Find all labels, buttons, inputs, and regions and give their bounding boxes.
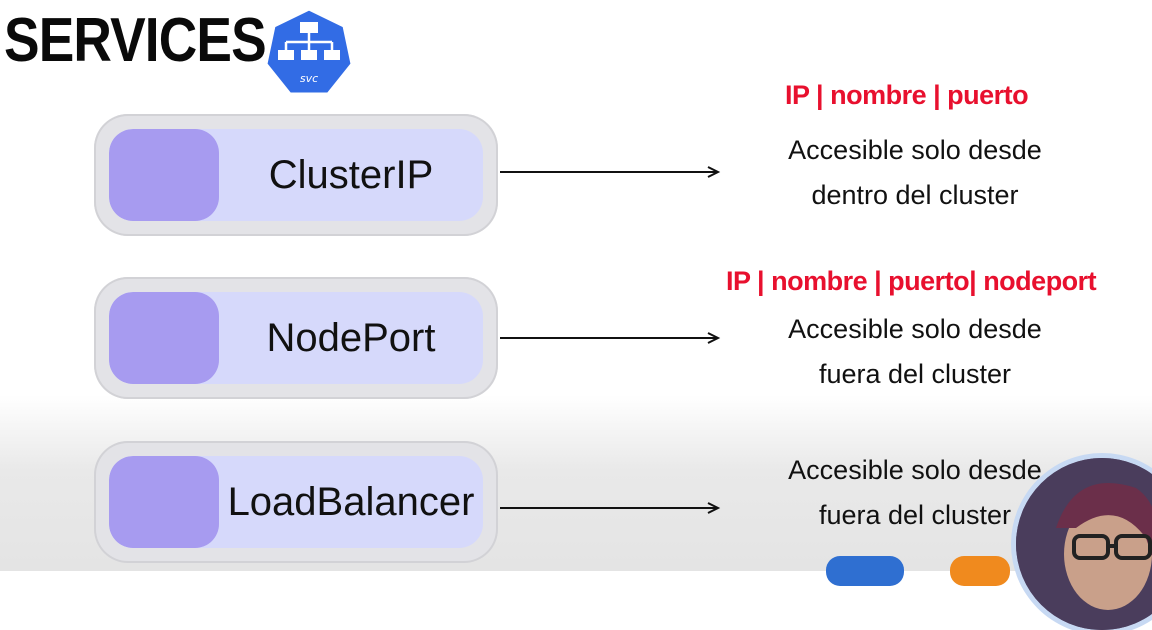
pill-body: ClusterIP bbox=[109, 129, 483, 221]
pill-accent bbox=[109, 456, 219, 548]
service-description: Accesible solo desde fuera del cluster bbox=[740, 307, 1090, 397]
service-name: ClusterIP bbox=[268, 152, 434, 197]
description-line: Accesible solo desde bbox=[788, 135, 1042, 165]
pill-accent bbox=[109, 292, 219, 384]
service-description: Accesible solo desde dentro del cluster bbox=[740, 128, 1090, 218]
page-title: SERVICES bbox=[4, 6, 267, 75]
arrow-icon bbox=[500, 332, 721, 344]
cloud-logo-orange bbox=[950, 556, 1010, 586]
description-line: Accesible solo desde bbox=[788, 314, 1042, 344]
description-line: fuera del cluster bbox=[818, 500, 1012, 530]
service-description: Accesible solo desde fuera del cluster bbox=[740, 448, 1090, 538]
arrow-icon bbox=[500, 166, 721, 178]
svc-icon-label: svc bbox=[300, 72, 318, 85]
service-properties: IP | nombre | puerto| nodeport bbox=[726, 266, 1097, 296]
arrow-icon bbox=[500, 502, 721, 514]
description-line: Accesible solo desde bbox=[788, 455, 1042, 485]
cloud-logo-blue bbox=[826, 556, 904, 586]
service-name: LoadBalancer bbox=[227, 479, 475, 524]
kubernetes-svc-icon: svc bbox=[264, 7, 354, 96]
pill-body: LoadBalancer bbox=[109, 456, 483, 548]
pill-accent bbox=[109, 129, 219, 221]
pill-body: NodePort bbox=[109, 292, 483, 384]
service-loadbalancer: LoadBalancer bbox=[94, 441, 498, 563]
service-properties: IP | nombre | puerto bbox=[785, 80, 1029, 110]
service-name: NodePort bbox=[266, 315, 436, 360]
service-clusterip: ClusterIP bbox=[94, 114, 498, 236]
description-line: dentro del cluster bbox=[811, 180, 1019, 210]
description-line: fuera del cluster bbox=[818, 359, 1012, 389]
service-nodeport: NodePort bbox=[94, 277, 498, 399]
